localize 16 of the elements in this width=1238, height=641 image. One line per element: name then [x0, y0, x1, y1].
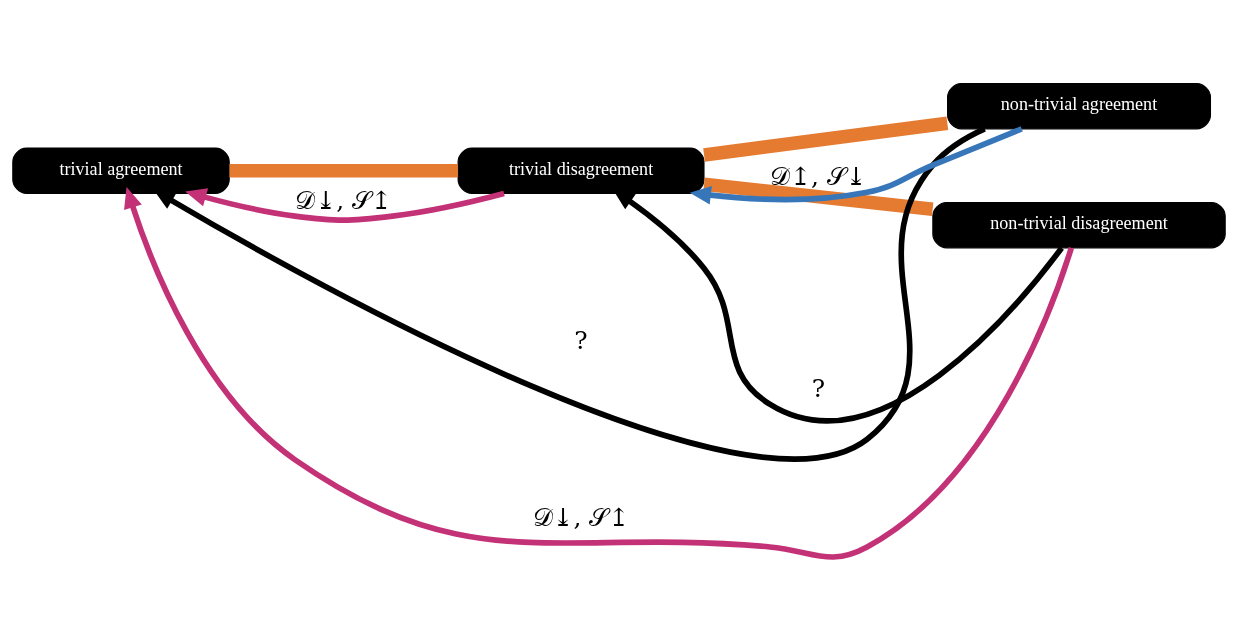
node-box: non-trivial disagreement: [932, 201, 1226, 249]
edge-label: 𝒟⤓, 𝒮↥: [532, 503, 630, 533]
arrow: [124, 186, 1075, 560]
node-box: trivial disagreement: [457, 147, 705, 194]
connector: [703, 116, 949, 162]
arrow: [153, 126, 986, 462]
node-box: trivial agreement: [12, 147, 230, 194]
node-box: non-trivial agreement: [947, 82, 1212, 130]
edge-label: 𝒟↥, 𝒮⤓: [770, 162, 867, 192]
connector: [703, 177, 934, 216]
edge-label: 𝒟⤓, 𝒮↥: [295, 185, 392, 215]
arrow: [689, 126, 1023, 205]
edge-label: ?: [811, 373, 826, 403]
connector: [229, 164, 458, 178]
edge-label: ?: [574, 326, 588, 356]
arrow: [185, 188, 505, 223]
